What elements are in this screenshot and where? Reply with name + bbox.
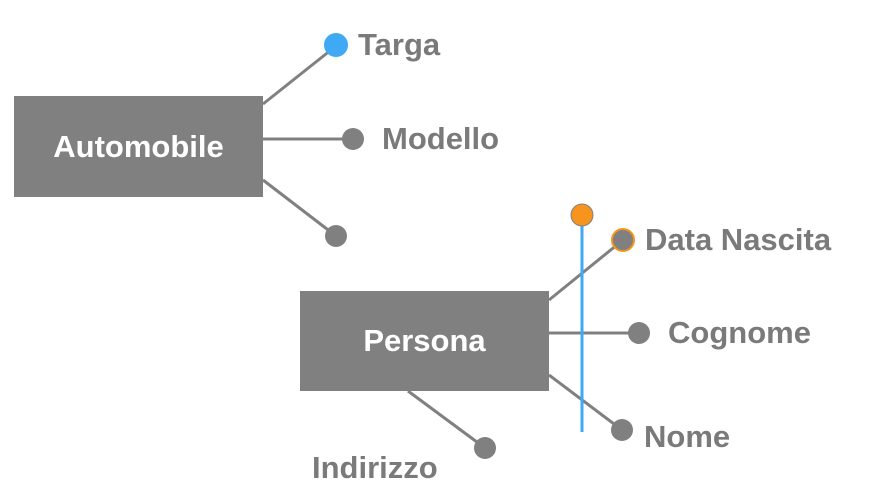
attribute-label-indirizzo: Indirizzo <box>312 450 438 485</box>
attribute-label-modello: Modello <box>382 121 500 156</box>
indirizzo-dot <box>474 437 496 459</box>
entity-automobile: Automobile <box>14 96 263 197</box>
data-nascita-dot <box>611 228 635 252</box>
targa-key-dot <box>324 33 348 57</box>
link-persona-indirizzo <box>407 389 486 450</box>
entity-persona: Persona <box>300 291 549 391</box>
modello-dot <box>342 128 364 150</box>
attribute-label-nome: Nome <box>644 419 731 454</box>
link-persona-nome <box>548 373 623 432</box>
entity-automobile-label: Automobile <box>53 128 224 164</box>
attribute-label-targa: Targa <box>358 27 441 62</box>
composite-key-dot <box>570 203 594 227</box>
link-automobile-unlabeled <box>262 178 337 238</box>
unlabeled-attribute-dot <box>325 225 347 247</box>
attribute-label-data-nascita: Data Nascita <box>645 222 832 257</box>
link-automobile-targa <box>262 44 337 106</box>
nome-dot <box>611 419 633 441</box>
link-persona-data-nascita <box>548 238 624 302</box>
entity-persona-label: Persona <box>363 323 486 358</box>
attribute-label-cognome: Cognome <box>668 315 811 350</box>
cognome-dot <box>628 322 650 344</box>
